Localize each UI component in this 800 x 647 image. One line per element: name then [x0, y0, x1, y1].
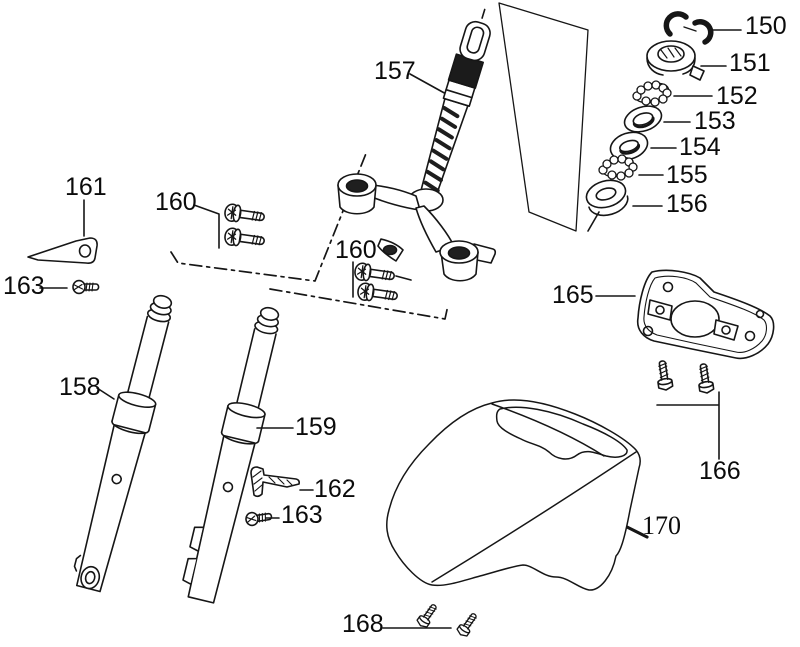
part-166-bolts	[654, 359, 715, 395]
triple-clamp-drawing	[337, 173, 497, 282]
part-label-154: 154	[679, 133, 721, 161]
part-154-drawing	[609, 131, 649, 161]
part-label-160-center: 160	[335, 236, 377, 264]
reference-box	[498, 2, 589, 232]
part-155-drawing	[598, 154, 638, 181]
part-152-drawing	[632, 80, 672, 107]
part-161-drawing	[27, 237, 98, 264]
part-label-150: 150	[745, 12, 787, 40]
part-156-drawing	[585, 179, 629, 217]
part-label-157: 157	[374, 57, 416, 85]
part-151-drawing	[646, 40, 705, 81]
part-label-151: 151	[729, 49, 771, 77]
part-168-screws	[414, 601, 481, 639]
part-label-159: 159	[295, 413, 337, 441]
part-158-drawing	[73, 294, 173, 593]
part-label-163-lower: 163	[281, 501, 323, 529]
part-153-drawing	[623, 105, 663, 133]
part-label-156: 156	[666, 190, 708, 218]
part-label-155: 155	[666, 161, 708, 189]
part-157-drawing	[420, 8, 491, 197]
part-150-drawing	[663, 11, 714, 45]
part-label-168: 168	[342, 610, 384, 638]
part-label-170: 170	[642, 511, 681, 540]
part-label-162: 162	[314, 475, 356, 503]
part-label-152: 152	[716, 82, 758, 110]
part-170-drawing	[386, 399, 641, 591]
centerlines	[170, 150, 449, 320]
part-162-drawing	[250, 466, 300, 498]
leader-lines	[39, 29, 742, 629]
part-label-161: 161	[65, 173, 107, 201]
part-label-163-left: 163	[3, 272, 45, 300]
part-label-153: 153	[694, 107, 736, 135]
part-label-160-left: 160	[155, 188, 197, 216]
part-159-drawing	[182, 306, 280, 604]
part-label-158: 158	[59, 373, 101, 401]
part-165-drawing	[636, 269, 775, 360]
part-label-165: 165	[552, 281, 594, 309]
part-label-166: 166	[699, 457, 741, 485]
